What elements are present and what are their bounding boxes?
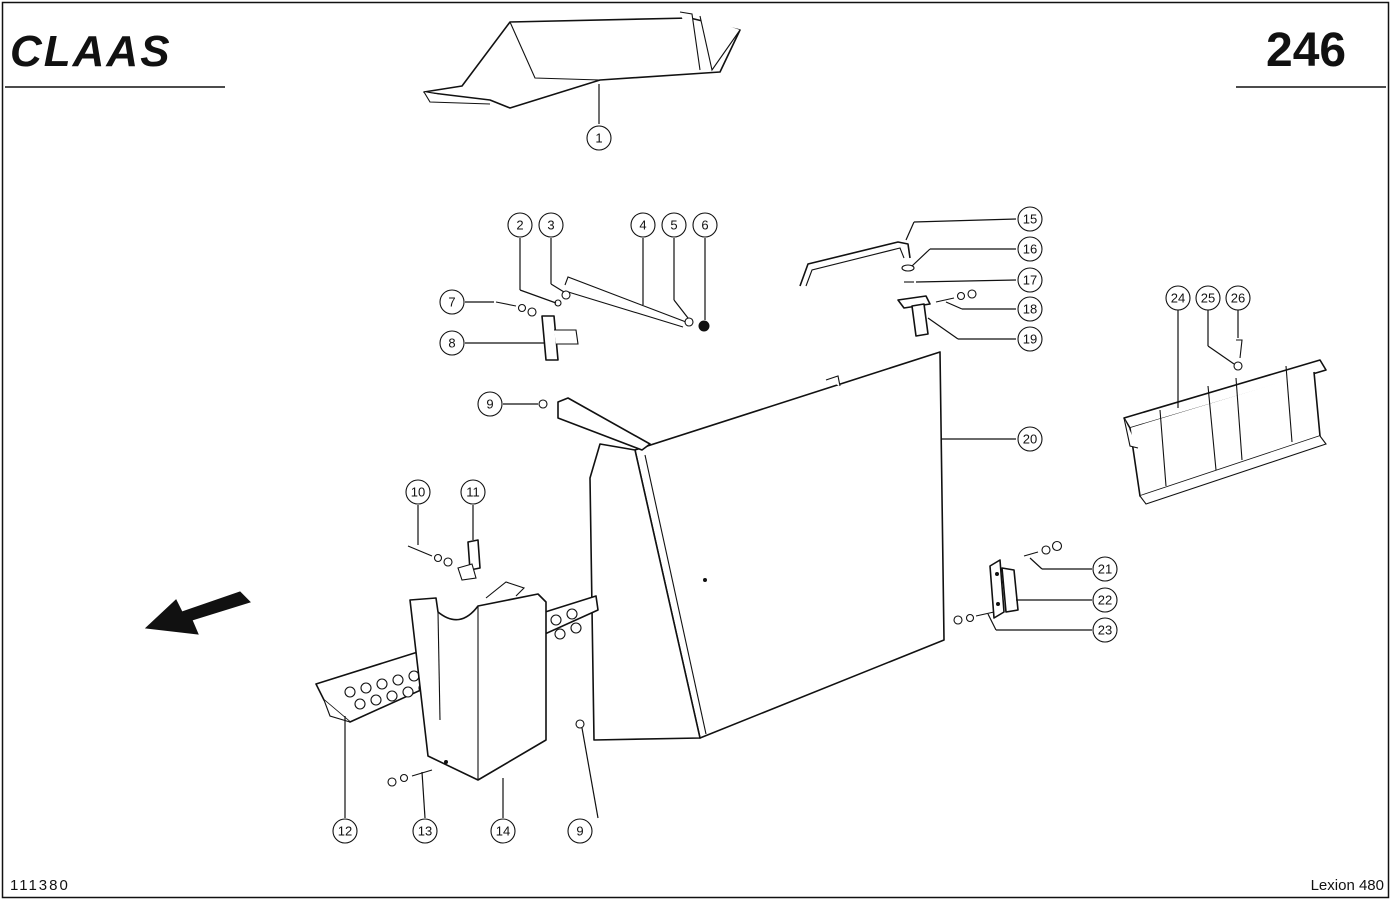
callout-24: 24 xyxy=(1165,285,1191,311)
callout-7: 7 xyxy=(439,289,465,315)
part-20-main-panel xyxy=(557,351,945,741)
part-8-bracket xyxy=(541,315,579,361)
part-22-hinge xyxy=(989,559,1019,619)
svg-text:11: 11 xyxy=(466,485,480,500)
svg-text:12: 12 xyxy=(338,824,352,839)
svg-text:9: 9 xyxy=(486,397,493,412)
part-25-washer xyxy=(1233,361,1243,371)
callout-19: 19 xyxy=(1017,326,1043,352)
part-10-bolt xyxy=(407,545,453,567)
svg-text:2: 2 xyxy=(516,218,523,233)
callout-23: 23 xyxy=(1092,617,1118,643)
callout-14: 14 xyxy=(490,818,516,844)
svg-text:16: 16 xyxy=(1023,242,1037,257)
callout-12: 12 xyxy=(332,818,358,844)
callout-13: 13 xyxy=(412,818,438,844)
direction-arrow xyxy=(144,591,251,635)
leader-lines xyxy=(344,84,1239,819)
callout-5: 5 xyxy=(661,212,687,238)
part-6-cap xyxy=(698,320,710,332)
svg-text:19: 19 xyxy=(1023,332,1037,347)
callout-3: 3 xyxy=(538,212,564,238)
part-4-rod xyxy=(564,276,687,328)
part-5-nut xyxy=(684,317,694,327)
part-19-bracket xyxy=(897,295,931,337)
part-14-guard xyxy=(409,581,547,781)
callout-8: 8 xyxy=(439,330,465,356)
part-15-handle xyxy=(799,241,911,287)
part-1-top-cover xyxy=(423,11,741,109)
part-9-nut-lower xyxy=(575,719,585,729)
callout-2: 2 xyxy=(507,212,533,238)
page-number: 246 xyxy=(1266,24,1346,77)
svg-text:22: 22 xyxy=(1098,593,1112,608)
callout-1: 1 xyxy=(586,125,612,151)
part-3-clip xyxy=(561,290,571,300)
svg-text:20: 20 xyxy=(1023,432,1037,447)
svg-text:17: 17 xyxy=(1023,273,1037,288)
callout-25: 25 xyxy=(1195,285,1221,311)
callout-20: 20 xyxy=(1017,426,1043,452)
svg-text:23: 23 xyxy=(1098,623,1112,638)
part-11-latch xyxy=(457,539,481,581)
callout-6: 6 xyxy=(692,212,718,238)
part-16-washer xyxy=(901,264,915,272)
callout-11: 11 xyxy=(460,479,486,505)
drawing-number: 111380 xyxy=(10,877,70,894)
svg-text:7: 7 xyxy=(448,295,455,310)
part-13-bolt-set xyxy=(387,769,433,787)
svg-text:25: 25 xyxy=(1201,291,1215,306)
callout-22: 22 xyxy=(1092,587,1118,613)
brand-logo: CLAAS xyxy=(10,27,172,76)
callout-15: 15 xyxy=(1017,206,1043,232)
svg-text:9: 9 xyxy=(576,824,583,839)
svg-text:18: 18 xyxy=(1023,302,1037,317)
svg-text:13: 13 xyxy=(418,824,432,839)
callout-9-lower: 9 xyxy=(567,818,593,844)
part-23-bolt-set xyxy=(953,611,995,625)
svg-text:5: 5 xyxy=(670,218,677,233)
part-24-frame xyxy=(1123,359,1327,505)
model-name: Lexion 480 xyxy=(1311,877,1384,894)
callout-10: 10 xyxy=(405,479,431,505)
svg-text:4: 4 xyxy=(639,218,646,233)
svg-text:3: 3 xyxy=(547,218,554,233)
svg-text:21: 21 xyxy=(1098,562,1112,577)
callout-9-upper: 9 xyxy=(477,391,503,417)
callout-21: 21 xyxy=(1092,556,1118,582)
svg-text:26: 26 xyxy=(1231,291,1245,306)
part-9-nut-upper xyxy=(538,399,548,409)
callout-16: 16 xyxy=(1017,236,1043,262)
callout-18: 18 xyxy=(1017,296,1043,322)
part-18-bolt-set xyxy=(935,289,977,303)
svg-text:8: 8 xyxy=(448,336,455,351)
svg-text:14: 14 xyxy=(496,824,510,839)
svg-text:15: 15 xyxy=(1023,212,1037,227)
callout-17: 17 xyxy=(1017,267,1043,293)
part-26-bolt xyxy=(1236,339,1243,359)
svg-text:10: 10 xyxy=(411,485,425,500)
callout-26: 26 xyxy=(1225,285,1251,311)
svg-text:6: 6 xyxy=(701,218,708,233)
part-21-bolt-set xyxy=(1023,540,1063,557)
part-7-bolt-set xyxy=(495,301,537,317)
callout-4: 4 xyxy=(630,212,656,238)
svg-text:24: 24 xyxy=(1171,291,1185,306)
svg-text:1: 1 xyxy=(595,131,602,146)
